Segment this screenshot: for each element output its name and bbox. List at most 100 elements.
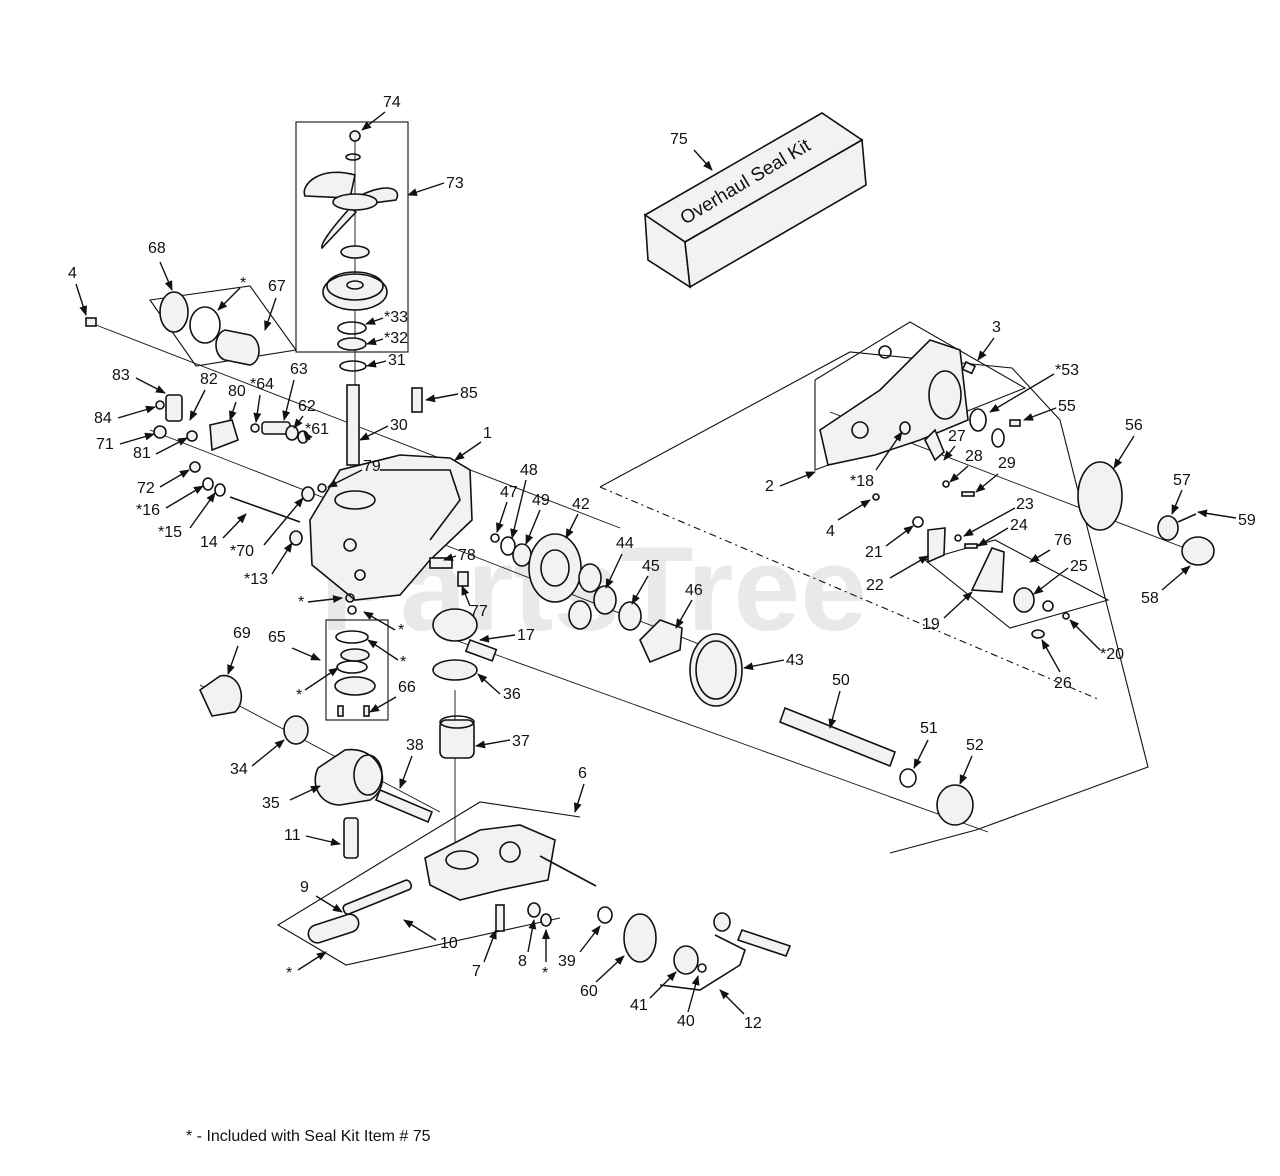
callout-14: 14	[200, 534, 218, 551]
callout-40: 40	[677, 1013, 695, 1030]
washer-39	[597, 906, 613, 924]
seal-13	[289, 530, 303, 546]
pinion-44a	[578, 563, 602, 593]
callout-star-a: *	[298, 594, 304, 611]
dashed-leader	[599, 486, 1101, 701]
charge-pump-group-box	[325, 619, 389, 721]
callout-34: 34	[230, 761, 248, 778]
callout-31: 31	[388, 352, 406, 369]
callout-81: 81	[133, 445, 151, 462]
callout-36: 36	[503, 686, 521, 703]
pinion-44b	[593, 585, 617, 615]
fitting-85	[411, 387, 423, 413]
o-ring-65b	[336, 660, 368, 674]
o-ring-65	[335, 630, 369, 644]
callout-69: 69	[233, 625, 251, 642]
callout-12: 12	[744, 1015, 762, 1032]
callout-23: 23	[1016, 496, 1034, 513]
callout-52: 52	[966, 737, 984, 754]
callout-43: 43	[786, 652, 804, 669]
hub-56	[1077, 461, 1123, 531]
callout-49: 49	[532, 492, 550, 509]
callout-8: 8	[518, 953, 527, 970]
callout-79: 79	[363, 458, 381, 475]
seal-70	[301, 486, 315, 502]
arm-83	[165, 394, 183, 422]
callout-38: 38	[406, 737, 424, 754]
pin-64	[250, 423, 260, 433]
callout-76: 76	[1054, 532, 1072, 549]
callout-80: 80	[228, 383, 246, 400]
callout-13: *13	[244, 571, 268, 588]
charge-pump-cover	[334, 676, 376, 696]
spring-77	[457, 571, 469, 587]
bypass-gear-small	[713, 912, 731, 932]
washer-23	[954, 534, 962, 542]
bolt-4-right	[872, 493, 880, 501]
callout-28: 28	[965, 448, 983, 465]
callout-9: 9	[300, 879, 309, 896]
callout-73: 73	[446, 175, 464, 192]
bearing-52	[936, 784, 974, 826]
callout-46: 46	[685, 582, 703, 599]
callout-48: 48	[520, 462, 538, 479]
axle-shaft-50	[778, 706, 897, 768]
gasket-oval	[307, 913, 360, 944]
callout-59: 59	[1238, 512, 1256, 529]
callout-30: 30	[390, 417, 408, 434]
fan-assembly	[303, 130, 399, 259]
callout-3: 3	[992, 319, 1001, 336]
nut-57	[1157, 515, 1179, 541]
cam-25	[1013, 587, 1035, 613]
callout-67-star: *	[240, 275, 246, 292]
callout-star-d: *	[296, 687, 302, 704]
callout-27: 27	[948, 428, 966, 445]
pin-47	[490, 533, 500, 543]
callout-78: 78	[458, 547, 476, 564]
callout-35: 35	[262, 795, 280, 812]
snap-ring-33	[337, 321, 367, 335]
bull-gear-42	[528, 533, 582, 603]
ring-15	[214, 483, 226, 497]
callout-56: 56	[1125, 417, 1143, 434]
filter-cap-68	[159, 291, 189, 333]
callout-82: 82	[200, 371, 218, 388]
callout-70: *70	[230, 543, 254, 560]
callout-20: *20	[1100, 646, 1124, 663]
plug-79	[317, 483, 327, 493]
nut-84	[155, 400, 165, 410]
bolt-29	[961, 491, 975, 497]
callout-57: 57	[1173, 472, 1191, 489]
input-shaft-30	[346, 384, 360, 466]
callout-60: 60	[580, 983, 598, 1000]
callout-4-left: 4	[68, 265, 77, 282]
center-section-box	[276, 801, 581, 966]
valve-11	[343, 817, 359, 859]
callout-42: 42	[572, 496, 590, 513]
thrust-bearing-36	[432, 659, 478, 681]
plate-80	[209, 419, 239, 452]
callout-41: 41	[630, 997, 648, 1014]
callout-37: 37	[512, 733, 530, 750]
fan-pulley-group-box	[295, 121, 409, 353]
callout-74: 74	[383, 94, 401, 111]
bolt-71	[153, 425, 167, 439]
callout-50: 50	[832, 672, 850, 689]
callout-star-f: *	[542, 965, 548, 982]
washer-8	[527, 902, 541, 918]
seal-34	[283, 715, 309, 745]
callout-68: 68	[148, 240, 166, 257]
output-shaft-axis	[454, 639, 989, 833]
washer-31	[339, 360, 367, 372]
washer-brake	[1042, 600, 1054, 612]
callout-71: 71	[96, 436, 114, 453]
bypass-gear-41	[673, 945, 699, 975]
seal-kit-footnote: * - Included with Seal Kit Item # 75	[186, 1128, 431, 1145]
callout-67: 67	[268, 278, 286, 295]
bushing-62	[285, 425, 299, 441]
seal-18	[899, 421, 911, 435]
callout-star-c: *	[400, 654, 406, 671]
callout-72: 72	[137, 480, 155, 497]
